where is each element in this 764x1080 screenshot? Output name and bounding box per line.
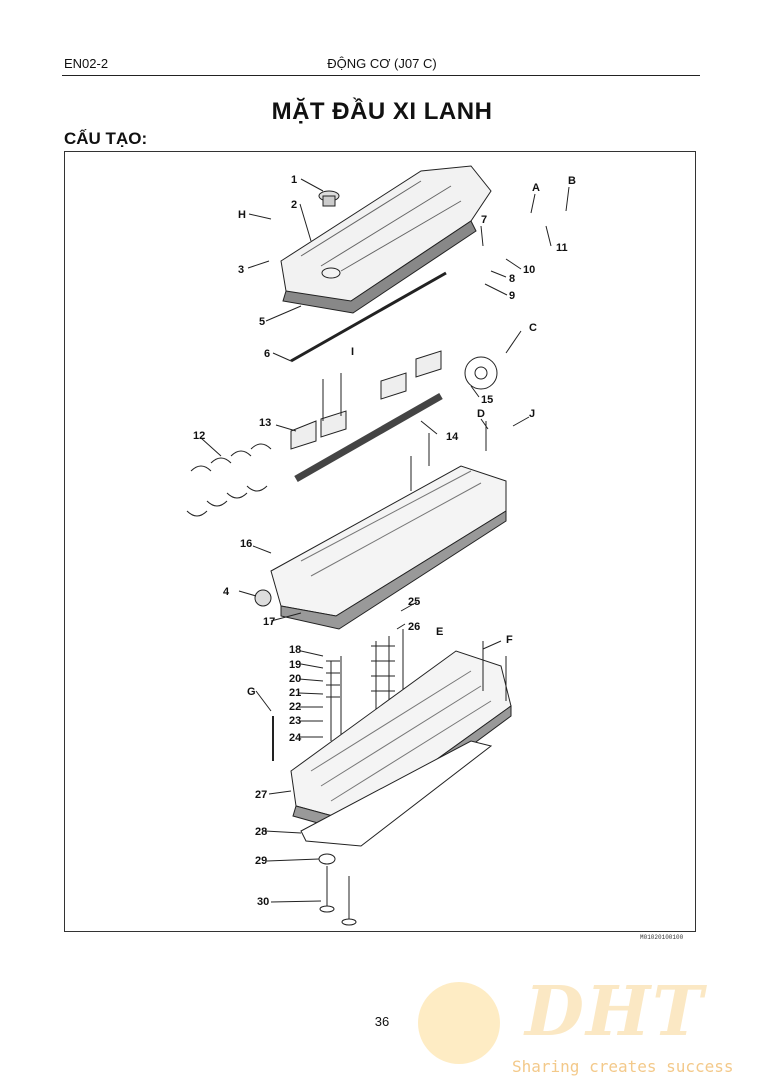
callout-a: A	[532, 182, 540, 194]
callout-9: 9	[509, 290, 515, 302]
page-number: 36	[374, 1014, 390, 1029]
callout-e: E	[436, 626, 443, 638]
exploded-diagram: 1 2 H 3 5 6 I 7 8 9 10 11 A B C 15 14 13…	[186, 165, 576, 926]
callout-i: I	[351, 346, 354, 358]
callout-14: 14	[446, 431, 459, 443]
callout-10: 10	[523, 264, 535, 276]
callout-d: D	[477, 408, 485, 420]
callout-1: 1	[291, 174, 297, 186]
callout-19: 19	[289, 659, 301, 671]
page-title: MẶT ĐẦU XI LANH	[271, 98, 493, 125]
header-rule	[62, 75, 700, 76]
callout-11: 11	[556, 242, 568, 254]
doc-code: EN02-2	[64, 56, 109, 71]
callout-b: B	[568, 175, 576, 187]
callout-24: 24	[289, 732, 302, 744]
callout-18: 18	[289, 644, 301, 656]
callout-j: J	[529, 408, 535, 420]
chapter-title: ĐỘNG CƠ (J07 C)	[327, 56, 437, 71]
watermark-logo-icon	[418, 982, 500, 1064]
callout-3: 3	[238, 264, 244, 276]
watermark-tagline: Sharing creates success	[512, 1057, 734, 1076]
callout-2: 2	[291, 199, 297, 211]
callout-28: 28	[255, 826, 267, 838]
callout-f: F	[506, 634, 513, 646]
callout-21: 21	[289, 687, 301, 699]
exploded-diagram-frame: 1 2 H 3 5 6 I 7 8 9 10 11 A B C 15 14 13…	[64, 151, 696, 932]
callout-4: 4	[223, 586, 230, 598]
callout-26: 26	[408, 621, 420, 633]
callout-16: 16	[240, 538, 252, 550]
callout-5: 5	[259, 316, 265, 328]
callout-20: 20	[289, 673, 301, 685]
callout-c: C	[529, 322, 537, 334]
callout-29: 29	[255, 855, 267, 867]
callout-22: 22	[289, 701, 301, 713]
callout-g: G	[247, 686, 256, 698]
callout-13: 13	[259, 417, 271, 429]
callout-h: H	[238, 209, 246, 221]
callout-23: 23	[289, 715, 301, 727]
callout-6: 6	[264, 348, 270, 360]
callout-17: 17	[263, 616, 275, 628]
callout-8: 8	[509, 273, 515, 285]
callout-15: 15	[481, 394, 493, 406]
callout-25: 25	[408, 596, 420, 608]
figure-code: M01020100100	[640, 934, 684, 941]
callout-12: 12	[193, 430, 205, 442]
watermark-brand: DHT	[525, 972, 705, 1052]
callout-7: 7	[481, 214, 487, 226]
callout-27: 27	[255, 789, 267, 801]
callout-30: 30	[257, 896, 269, 908]
section-heading: CẤU TẠO:	[64, 129, 148, 148]
